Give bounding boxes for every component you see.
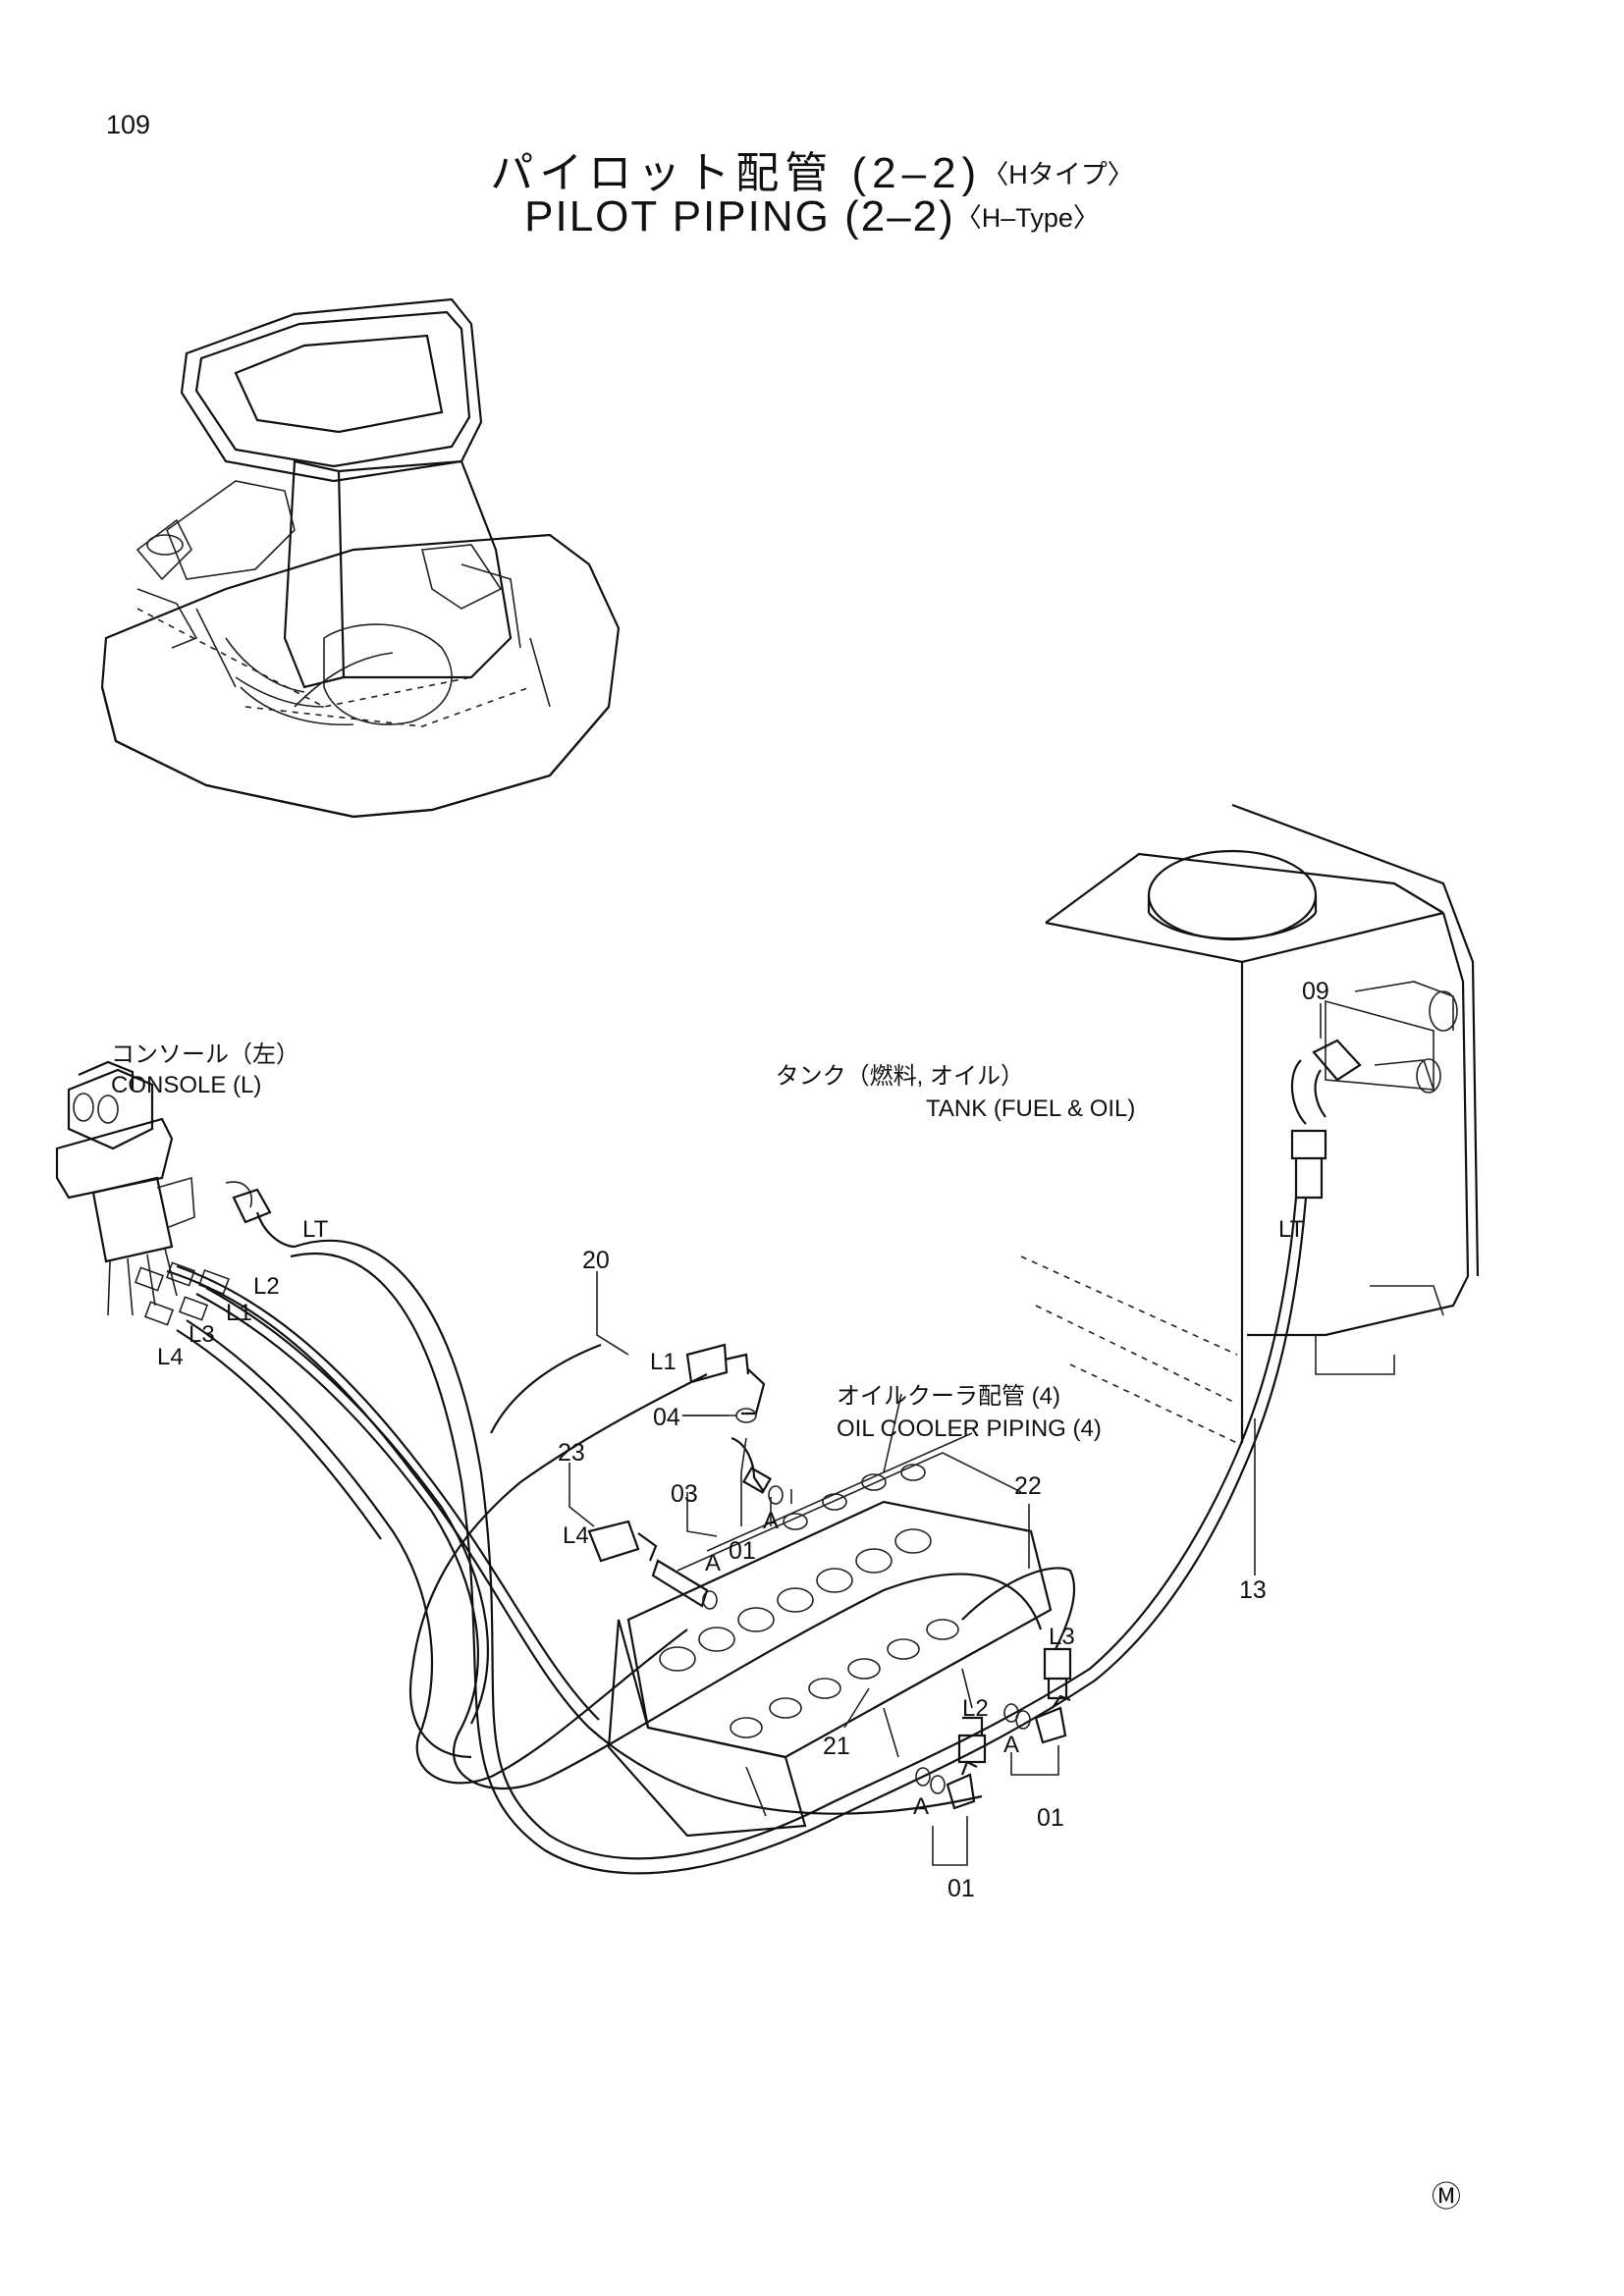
port-label-l3-valve: L3 [1049,1624,1075,1650]
fitting-l3-22 [1043,1647,1072,1700]
page-title-jp: パイロット配管 (2–2)〈Hタイプ〉 [0,137,1624,200]
callout-09: 09 [1302,978,1329,1005]
callout-01-b: 01 [1037,1804,1064,1832]
oil-cooler-label-jp: オイルクーラ配管 (4) [837,1383,1060,1410]
callout-01-a: 01 [729,1537,756,1565]
left-console-valve [55,1060,296,1326]
fitting-l2-21 [957,1716,987,1764]
console-label-en: CONSOLE (L) [111,1072,261,1098]
callout-04: 04 [653,1404,680,1431]
tank-label-jp: タンク（燃料, オイル） [776,1063,1024,1090]
port-label-l2-console: L2 [253,1273,280,1300]
port-label-lt-tank: LT [1278,1216,1305,1243]
page-number: 109 [106,110,151,139]
port-label-lt-console: LT [302,1216,329,1243]
port-label-a-1: A [763,1508,779,1534]
console-label-jp: コンソール（左） [111,1041,299,1068]
title-jp-text: パイロット配管 (2–2) [490,149,983,197]
tank-label-en: TANK (FUEL & OIL) [926,1095,1135,1122]
port-label-a-2: A [705,1550,721,1576]
callout-01-c: 01 [947,1875,975,1902]
callout-03: 03 [671,1480,698,1508]
callout-23: 23 [558,1439,585,1467]
port-label-l1-valve: L1 [650,1349,677,1375]
leader-lines [568,1003,1322,1866]
fitting-l4-23 [587,1520,718,1610]
port-label-l1-console: L1 [226,1300,252,1326]
pilot-hoses [166,1197,1308,1875]
fuel-oil-tank [1020,803,1480,1444]
operator-seat-illustration [100,297,621,819]
port-label-a-3: A [1003,1732,1019,1758]
fitting-a-lower [915,1760,978,1810]
callout-21: 21 [823,1733,850,1760]
callout-13: 13 [1239,1576,1267,1604]
m-mark: Ⓜ [1432,2181,1461,2214]
type-tag-jp: 〈Hタイプ〉 [982,160,1134,189]
oil-cooler-label-en: OIL COOLER PIPING (4) [837,1415,1102,1442]
page-title-en: PILOT PIPING (2–2)〈H–Type〉 [0,192,1624,241]
port-label-a-4: A [913,1793,929,1820]
port-label-l3-console: L3 [189,1321,215,1348]
fitting-03-elbow [731,1436,784,1505]
control-valve-body [607,1432,1053,1838]
port-label-l4-valve: L4 [563,1522,589,1549]
callout-20: 20 [582,1247,610,1274]
port-label-l4-console: L4 [157,1344,184,1370]
type-tag-en: 〈H–Type〉 [954,203,1100,233]
callout-22: 22 [1014,1472,1042,1500]
port-label-l2-valve: L2 [962,1695,989,1722]
fitting-l1-04 [682,1343,766,1423]
title-en-text: PILOT PIPING (2–2) [524,192,955,240]
fitting-a-right [1003,1694,1071,1744]
elbow-fitting-09 [1290,1039,1362,1200]
